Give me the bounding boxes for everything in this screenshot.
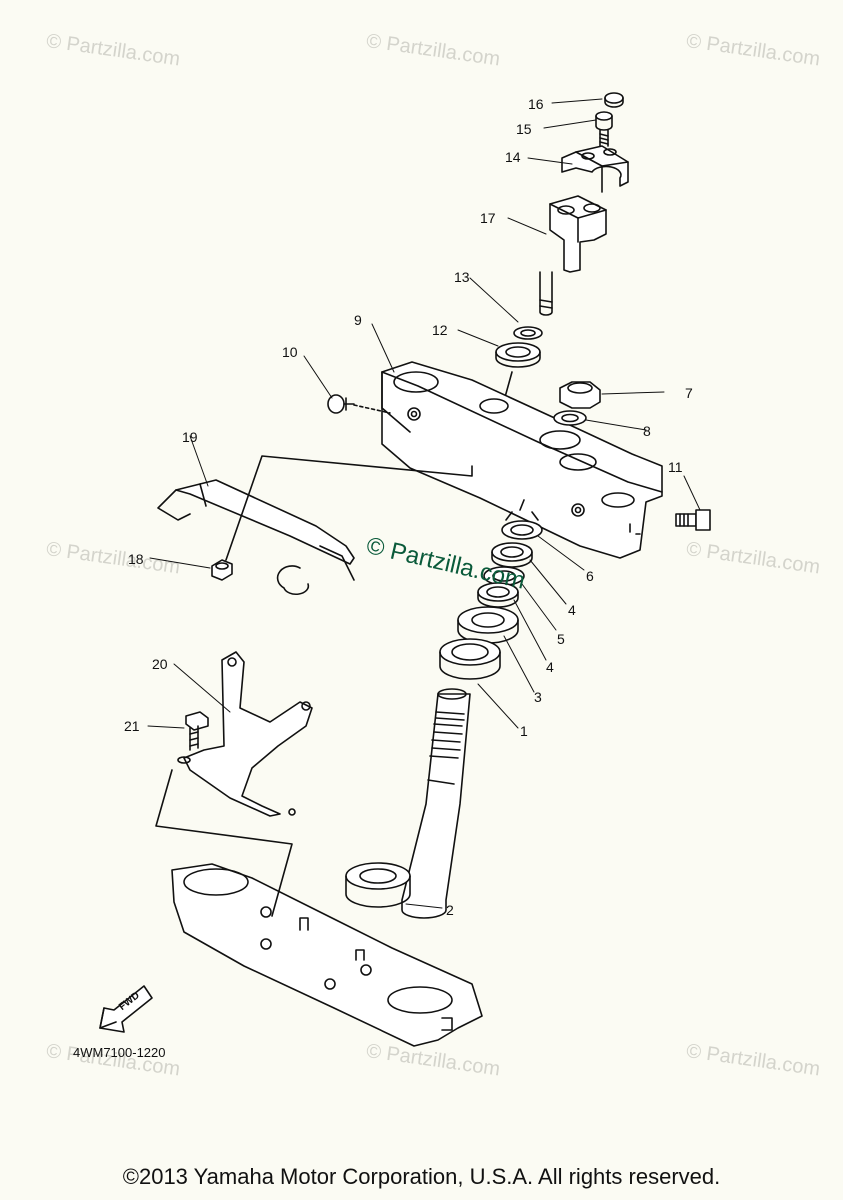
part-21-bolt: [185, 711, 209, 751]
callout-19: 19: [182, 429, 198, 445]
callout-7: 7: [685, 385, 693, 401]
callout-12: 12: [432, 322, 448, 338]
leader: [225, 455, 473, 561]
part-4-ring-nut: [491, 542, 533, 568]
callout-18: 18: [128, 551, 144, 567]
part-18-nut: [211, 559, 233, 581]
callout-leaders: [147, 98, 701, 909]
part-12-collar: [495, 342, 541, 368]
steering-stem-shaft: [401, 688, 471, 919]
callout-6: 6: [586, 568, 594, 584]
fwd-arrow-icon: [99, 985, 153, 1033]
callout-1: 1: [520, 723, 528, 739]
callout-11: 11: [668, 459, 683, 475]
callout-10: 10: [282, 344, 298, 360]
part-6-lock-washer: [501, 511, 543, 540]
callout-20: 20: [152, 656, 168, 672]
leader: [155, 769, 293, 917]
callout-5: 5: [557, 631, 565, 647]
callout-2: 2: [446, 902, 454, 918]
callout-4: 4: [546, 659, 554, 675]
part-15-bolt: [595, 111, 613, 147]
part-20-bracket: [177, 651, 313, 817]
callout-13: 13: [454, 269, 470, 285]
part-2-lower-bearing: [345, 862, 411, 908]
callout-8: 8: [643, 423, 651, 439]
part-8-washer: [553, 410, 587, 426]
part-11-bolt: [675, 509, 711, 531]
callout-16: 16: [528, 96, 544, 112]
callout-14: 14: [505, 149, 521, 165]
part-9-upper-bracket: [381, 361, 663, 559]
copyright-notice: ©2013 Yamaha Motor Corporation, U.S.A. A…: [122, 1164, 721, 1189]
part-19-wire-guide: [157, 479, 355, 596]
callout-3: 3: [534, 689, 542, 705]
part-3-dust-seal: [457, 606, 519, 644]
callout-9: 9: [354, 312, 362, 328]
part-1-bearing: [439, 638, 501, 680]
callout-21: 21: [124, 718, 140, 734]
leader: [353, 404, 391, 414]
part-13-washer: [513, 326, 543, 340]
part-17-handlebar-holder-lower: [539, 195, 607, 316]
leader: [519, 499, 525, 511]
diagram-code: 4WM7100-1220: [73, 1045, 166, 1060]
part-10-plug: [327, 394, 355, 414]
part-16-cap: [604, 92, 624, 108]
callout-15: 15: [516, 121, 532, 137]
part-14-handlebar-holder-upper: [561, 145, 629, 193]
callout-17: 17: [480, 210, 496, 226]
part-7-nut: [559, 381, 601, 409]
callout-4: 4: [568, 602, 576, 618]
